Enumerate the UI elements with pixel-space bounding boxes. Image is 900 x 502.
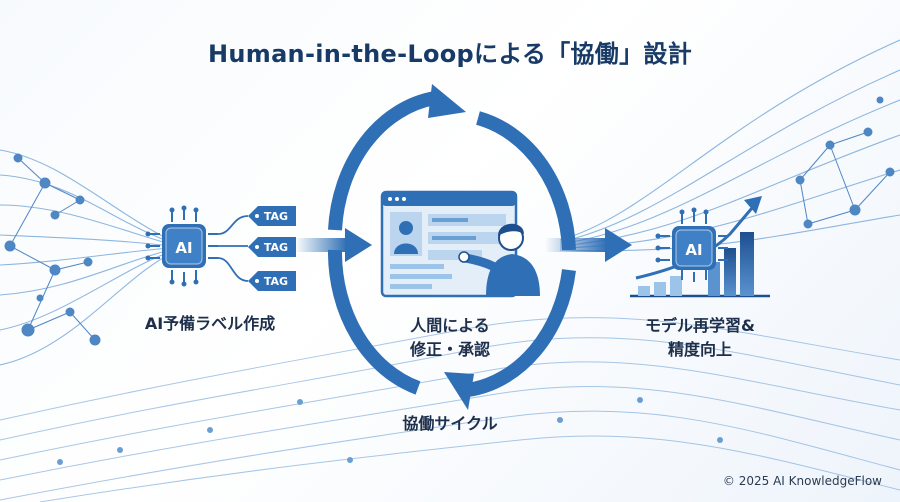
cycle-arrowheads xyxy=(428,84,474,410)
left-step-label: AI予備ラベル作成 xyxy=(144,314,276,333)
review-screen-icon xyxy=(380,190,518,298)
bottom-arrowhead-icon xyxy=(444,372,474,410)
right-ai-chip-icon: AI xyxy=(655,207,728,282)
right-step-label: モデル再学習& 精度向上 xyxy=(610,314,790,362)
tag-2-text: TAG xyxy=(264,241,288,254)
right-flow-lines xyxy=(559,39,900,252)
bottom-flow-lines xyxy=(0,317,900,502)
right-ai-badge-text: AI xyxy=(685,241,702,259)
collaboration-cycle-ring xyxy=(327,91,576,397)
bottom-dots xyxy=(57,397,723,465)
center-step-label: 人間による 修正・承認 xyxy=(370,314,530,362)
tag-1-text: TAG xyxy=(264,210,288,223)
diagram-title: Human-in-the-Loopによる「協働」設計 xyxy=(207,40,693,68)
right-step-label-line2: 精度向上 xyxy=(667,340,732,359)
left-network-nodes xyxy=(4,153,101,346)
tag-1-icon: TAG xyxy=(248,206,296,226)
top-arrowhead-icon xyxy=(428,84,466,118)
left-flow-lines xyxy=(0,149,171,366)
left-ai-chip-icon: AI xyxy=(145,205,218,287)
arrow-to-right xyxy=(545,228,632,262)
right-step-label-line1: モデル再学習& xyxy=(645,316,755,335)
tag-2-icon: TAG xyxy=(248,237,296,257)
tag-items: TAG TAG TAG xyxy=(248,206,296,291)
center-step-label-line1: 人間による xyxy=(410,316,490,335)
arrow-to-center xyxy=(295,228,372,262)
right-network-nodes xyxy=(795,96,895,229)
cycle-label: 協働サイクル xyxy=(402,414,498,433)
copyright-footer: © 2025 AI KnowledgeFlow xyxy=(722,474,882,488)
center-step-label-line2: 修正・承認 xyxy=(409,340,490,359)
left-ai-badge-text: AI xyxy=(175,239,192,257)
tag-connectors xyxy=(217,215,249,282)
tag-3-text: TAG xyxy=(264,275,288,288)
reviewer-person-icon xyxy=(458,223,540,296)
tag-3-icon: TAG xyxy=(248,271,296,291)
